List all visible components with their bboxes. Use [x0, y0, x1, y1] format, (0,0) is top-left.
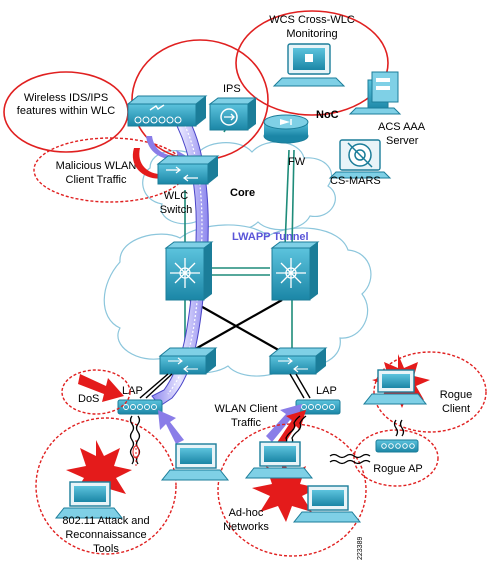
- cross-links: [189, 299, 283, 353]
- distribution-switch-right: [270, 241, 320, 301]
- lap-uplinks: [139, 373, 311, 399]
- access-cloud: [103, 224, 372, 377]
- attack-tools-oval: [35, 417, 177, 555]
- distribution-switch-left: [164, 241, 214, 301]
- ips-label: IPS: [223, 83, 241, 95]
- dos-oval: [61, 369, 131, 415]
- lwapp-tunnel-label: LWAPP Tunnel: [232, 231, 309, 243]
- wcs-computer: [272, 43, 346, 87]
- fw-label: FW: [288, 156, 306, 168]
- wcs-label-line1: WCS Cross-WLC: [269, 14, 355, 26]
- attack-label-line3: Tools: [93, 543, 119, 555]
- laptop-adhoc-1: [244, 441, 314, 479]
- lap-right: [295, 399, 341, 415]
- laptop-rogue-client: [362, 369, 428, 405]
- wcs-oval: [235, 10, 389, 116]
- attack-label-line2: Reconnaissance: [65, 529, 146, 541]
- cs-mars-label: CS-MARS: [330, 175, 381, 187]
- attack-link-marker: [132, 445, 140, 459]
- wcs-label-line2: Monitoring: [286, 28, 337, 40]
- wireless-ids-label-line2: features within WLC: [17, 105, 115, 117]
- wlc-ids-device: [126, 95, 208, 127]
- rogue-ap-label: Rogue AP: [373, 463, 423, 475]
- rogue-ap-oval: [353, 429, 439, 487]
- laptop-attacker: [54, 481, 124, 519]
- access-switch-right: [268, 347, 328, 375]
- malicious-label-line2: Client Traffic: [66, 174, 127, 186]
- adhoc-label-line2: Networks: [223, 521, 269, 533]
- noc-label: NoC: [316, 109, 339, 121]
- malicious-label-line1: Malicious WLAN: [56, 160, 137, 172]
- dos-label: DoS: [78, 393, 99, 405]
- wlc-switch-label-line2: Switch: [160, 204, 192, 216]
- access-switch-left: [158, 347, 218, 375]
- wireless-ids-label-line1: Wireless IDS/IPS: [24, 92, 108, 104]
- client-to-lap-left-arrow: [158, 410, 184, 444]
- lap-right-label: LAP: [316, 385, 337, 397]
- adhoc-label-line1: Ad-hoc: [229, 507, 264, 519]
- link-fw-dist-right-2: [291, 149, 295, 247]
- cross-link-b: [189, 299, 283, 353]
- client-to-lap-right-purple-arrow: [266, 404, 302, 442]
- rogue-client-label-line2: Client: [442, 403, 470, 415]
- acs-server: [348, 71, 402, 115]
- laptop-wlan-client: [160, 443, 230, 481]
- lap-left-label: LAP: [122, 385, 143, 397]
- rogue-client-label-line1: Rogue: [440, 389, 472, 401]
- acs-label-line2: Server: [386, 135, 419, 147]
- wireless-links: [129, 415, 405, 465]
- wlan-client-label-line1: WLAN Client: [215, 403, 278, 415]
- wlc-switch: [156, 155, 220, 185]
- rogue-ap-device: [375, 439, 419, 453]
- wlan-client-label-line2: Traffic: [231, 417, 261, 429]
- laptop-adhoc-2: [292, 485, 362, 523]
- core-label: Core: [230, 187, 255, 199]
- client-to-lap-right-red-arrow: [276, 410, 306, 448]
- firewall-device: [263, 114, 309, 144]
- lap-left: [117, 399, 163, 415]
- adhoc-oval: [217, 423, 367, 557]
- ips-device: [208, 97, 258, 131]
- attack-label-line1: 802.11 Attack and: [62, 515, 149, 527]
- link-fw-dist-right: [284, 149, 290, 247]
- figure-id: 223389: [357, 537, 364, 560]
- wlc-switch-label-line1: WLC: [164, 190, 189, 202]
- cs-mars-device: [328, 139, 392, 179]
- rogue-client-oval: [373, 351, 487, 433]
- acs-label-line1: ACS AAA: [378, 121, 426, 133]
- dos-arrow: [78, 374, 124, 402]
